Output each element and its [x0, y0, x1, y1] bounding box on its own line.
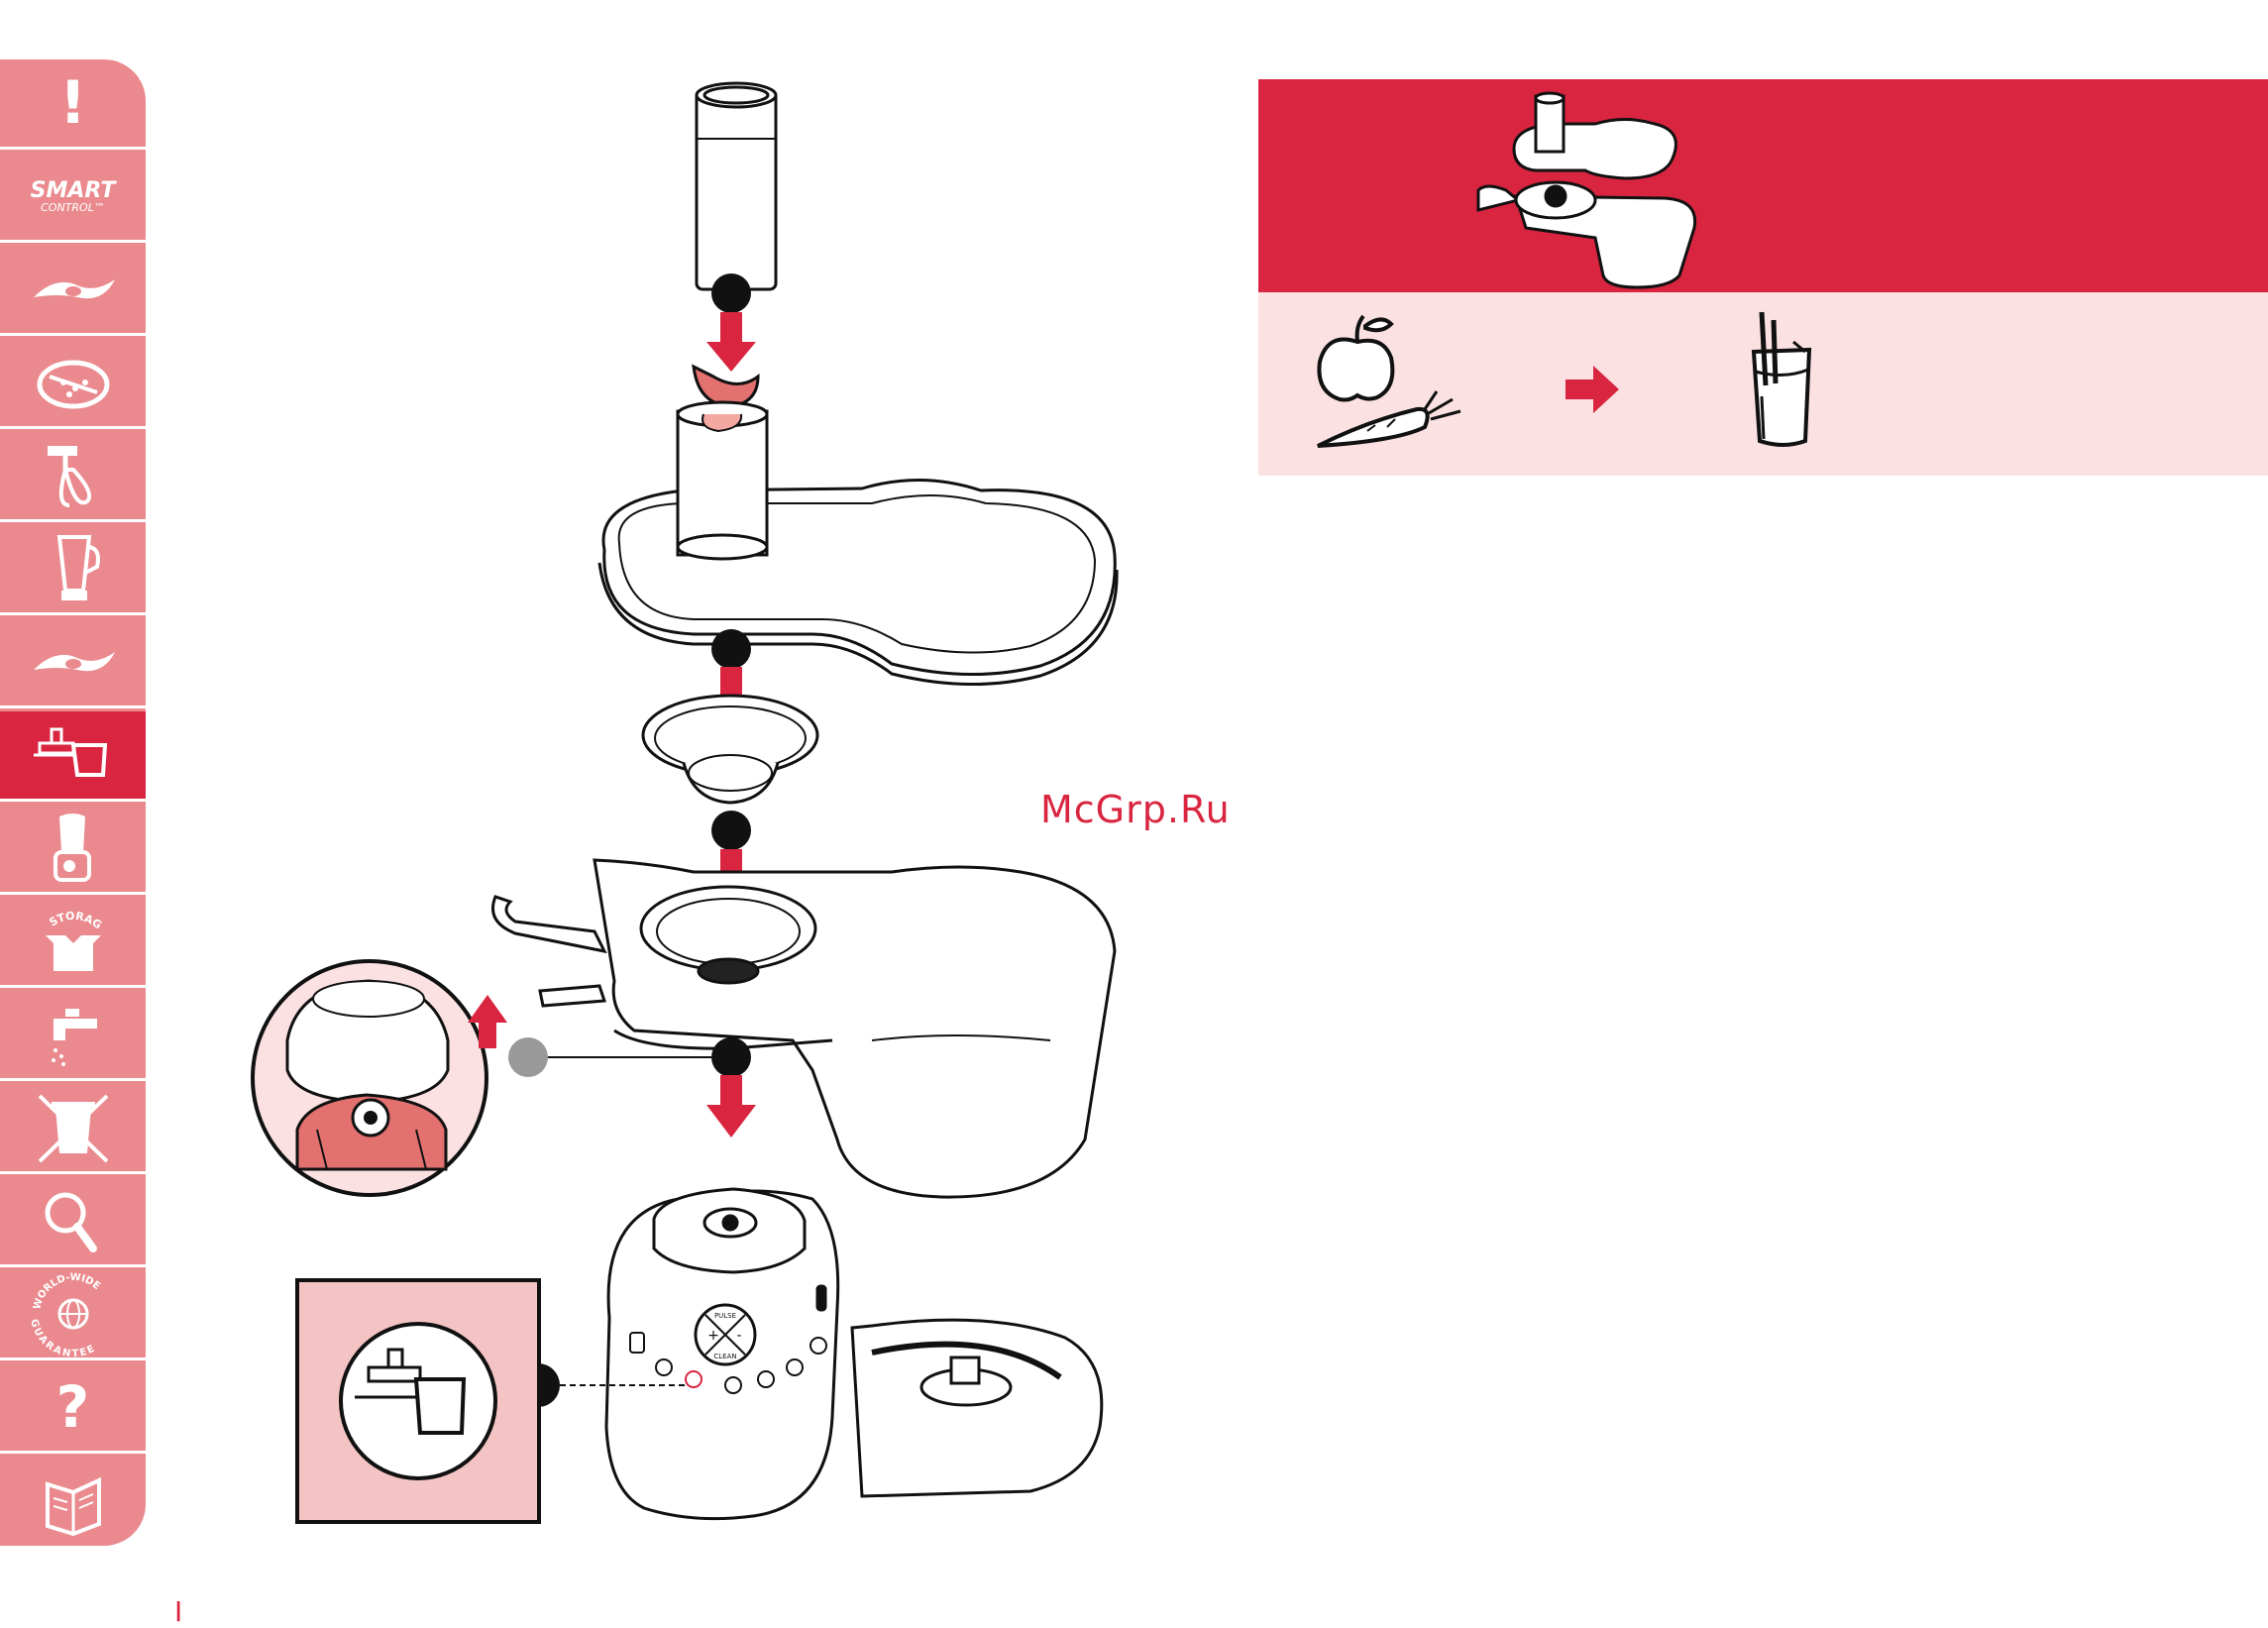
detail-inset — [253, 961, 507, 1195]
step-marker-2 — [711, 629, 751, 669]
juicer-lid — [599, 402, 1117, 685]
arrow-right-icon — [1566, 366, 1619, 413]
step-marker-4 — [711, 1037, 751, 1077]
plus-label: + — [707, 1328, 719, 1344]
juicer-accessory-icon — [1258, 79, 2268, 292]
down-arrow-1 — [706, 312, 756, 372]
page-marker: I — [174, 1595, 182, 1628]
glass-juice-icon — [1754, 312, 1809, 445]
food-pusher — [697, 83, 776, 289]
inset-marker — [508, 1037, 548, 1077]
usage-info — [1258, 292, 2268, 476]
usage-pictograms — [1258, 292, 2268, 476]
motor-base: PULSE CLEAN + - — [606, 1189, 1102, 1519]
minus-label: - — [736, 1328, 741, 1344]
clean-label: CLEAN — [713, 1353, 736, 1360]
juice-collector — [493, 860, 1116, 1197]
apple-icon — [1319, 316, 1392, 400]
pulse-label: PULSE — [714, 1312, 736, 1320]
watermark: McGrp.Ru — [1040, 788, 1231, 831]
step-marker-1 — [711, 273, 751, 313]
accessory-header — [1258, 79, 2268, 292]
down-arrow-4 — [706, 1075, 756, 1138]
filter-basket — [643, 696, 817, 803]
program-inset — [297, 1280, 539, 1522]
step-marker-3 — [711, 811, 751, 850]
